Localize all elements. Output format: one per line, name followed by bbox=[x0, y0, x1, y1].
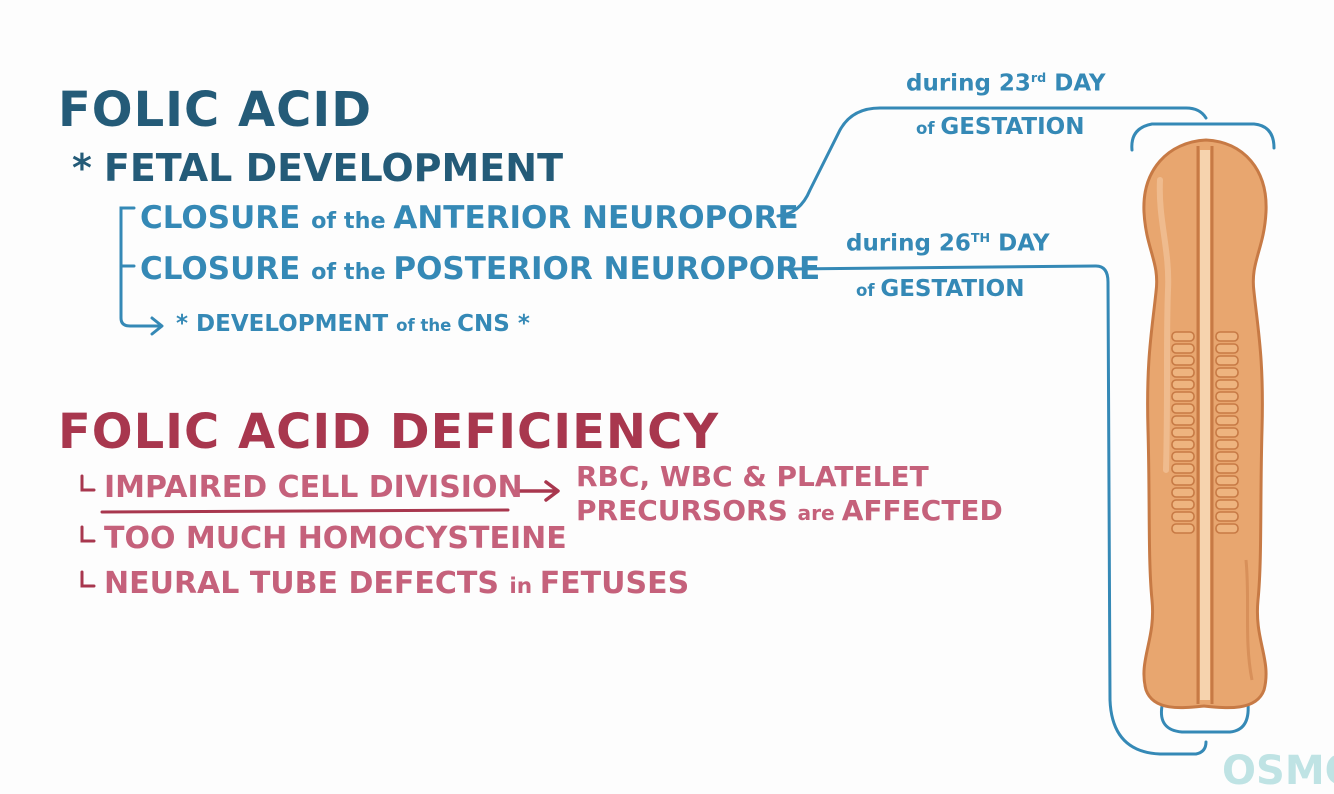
homocysteine-item: TOO MUCH HOMOCYSTEINE bbox=[104, 521, 567, 556]
anterior-day-post: DAY bbox=[1046, 71, 1105, 97]
somite bbox=[1216, 416, 1238, 425]
effect-line-1: RBC, WBC & PLATELET bbox=[576, 460, 929, 493]
somite bbox=[1216, 332, 1238, 341]
somite bbox=[1172, 512, 1194, 521]
fetal-development-label: FETAL DEVELOPMENT bbox=[104, 146, 563, 190]
somite bbox=[1172, 476, 1194, 485]
somite bbox=[1172, 392, 1194, 401]
bullet-homocysteine bbox=[82, 527, 94, 541]
cns-pre: * DEVELOPMENT bbox=[176, 311, 396, 337]
cns-the: the bbox=[420, 316, 457, 335]
somite bbox=[1172, 368, 1194, 377]
anterior-day-label: during 23rd DAY bbox=[906, 70, 1106, 97]
ntd-in: in bbox=[509, 574, 539, 599]
posterior-day-label: during 26TH DAY bbox=[846, 230, 1049, 257]
effect-line-2-post: AFFECTED bbox=[842, 494, 1003, 527]
anterior-day-pre: during 23 bbox=[906, 71, 1031, 97]
bullet-ntd bbox=[82, 572, 94, 586]
somite bbox=[1216, 464, 1238, 473]
ntd-pre: NEURAL TUBE DEFECTS bbox=[104, 566, 509, 601]
somite bbox=[1216, 488, 1238, 497]
folic-acid-title: FOLIC ACID bbox=[58, 82, 372, 138]
impaired-underline bbox=[102, 510, 508, 512]
asterisk-icon: * bbox=[72, 146, 92, 190]
somite bbox=[1216, 476, 1238, 485]
posterior-pre: CLOSURE bbox=[140, 251, 311, 287]
somite bbox=[1216, 440, 1238, 449]
somite bbox=[1172, 356, 1194, 365]
posterior-post: POSTERIOR NEUROPORE bbox=[393, 251, 820, 287]
anterior-the: the bbox=[344, 208, 393, 234]
fetal-development-heading: * FETAL DEVELOPMENT bbox=[72, 146, 563, 190]
effect-line-2-are: are bbox=[798, 501, 842, 525]
cns-post: CNS * bbox=[457, 311, 530, 337]
somite bbox=[1216, 524, 1238, 533]
posterior-the: the bbox=[344, 259, 393, 285]
posterior-gestation-post: GESTATION bbox=[880, 276, 1024, 302]
somite bbox=[1216, 356, 1238, 365]
somite bbox=[1172, 416, 1194, 425]
somite bbox=[1216, 392, 1238, 401]
somite bbox=[1216, 380, 1238, 389]
anterior-of: of bbox=[311, 208, 344, 234]
somites-left bbox=[1172, 332, 1194, 533]
somite bbox=[1216, 344, 1238, 353]
posterior-gestation-label: of GESTATION bbox=[856, 276, 1024, 302]
somite bbox=[1216, 404, 1238, 413]
somite bbox=[1172, 404, 1194, 413]
anterior-post: ANTERIOR NEUROPORE bbox=[393, 200, 798, 236]
posterior-day-sup: TH bbox=[971, 230, 990, 245]
anterior-day-sup: rd bbox=[1031, 70, 1046, 85]
somite bbox=[1216, 500, 1238, 509]
somite bbox=[1216, 368, 1238, 377]
posterior-gestation-of: of bbox=[856, 281, 880, 300]
posterior-of: of bbox=[311, 259, 344, 285]
somite bbox=[1172, 332, 1194, 341]
arrow-right-icon bbox=[518, 482, 558, 500]
posterior-day-pre: during 26 bbox=[846, 231, 971, 257]
neural-tube-illustration bbox=[1144, 140, 1266, 708]
anterior-gestation-label: of GESTATION bbox=[916, 114, 1084, 140]
bullet-impaired bbox=[82, 476, 94, 490]
cns-of: of bbox=[396, 316, 420, 335]
osmosis-logo: OSMO bbox=[1222, 748, 1334, 794]
somite bbox=[1172, 440, 1194, 449]
impaired-cell-division-item: IMPAIRED CELL DIVISION bbox=[104, 470, 523, 505]
posterior-neuropore-item: CLOSURE of the POSTERIOR NEUROPORE bbox=[140, 251, 820, 287]
anterior-gestation-post: GESTATION bbox=[940, 114, 1084, 140]
somite bbox=[1216, 512, 1238, 521]
ntd-post: FETUSES bbox=[540, 566, 690, 601]
somite bbox=[1172, 428, 1194, 437]
somite bbox=[1172, 452, 1194, 461]
somite bbox=[1216, 452, 1238, 461]
somite bbox=[1172, 488, 1194, 497]
effect-line-2-pre: PRECURSORS bbox=[576, 494, 798, 527]
somites-right bbox=[1216, 332, 1238, 533]
neural-tube-defects-item: NEURAL TUBE DEFECTS in FETUSES bbox=[104, 566, 689, 601]
somite bbox=[1172, 464, 1194, 473]
somite bbox=[1172, 344, 1194, 353]
anterior-pre: CLOSURE bbox=[140, 200, 311, 236]
effect-line-2: PRECURSORS are AFFECTED bbox=[576, 494, 1003, 527]
anterior-neuropore-item: CLOSURE of the ANTERIOR NEUROPORE bbox=[140, 200, 799, 236]
somite bbox=[1172, 500, 1194, 509]
somite bbox=[1172, 524, 1194, 533]
somite bbox=[1216, 428, 1238, 437]
posterior-day-post: DAY bbox=[990, 231, 1049, 257]
somite bbox=[1172, 380, 1194, 389]
cns-development-item: * DEVELOPMENT of the CNS * bbox=[176, 311, 530, 337]
deficiency-title: FOLIC ACID DEFICIENCY bbox=[58, 404, 719, 460]
anterior-gestation-of: of bbox=[916, 119, 940, 138]
